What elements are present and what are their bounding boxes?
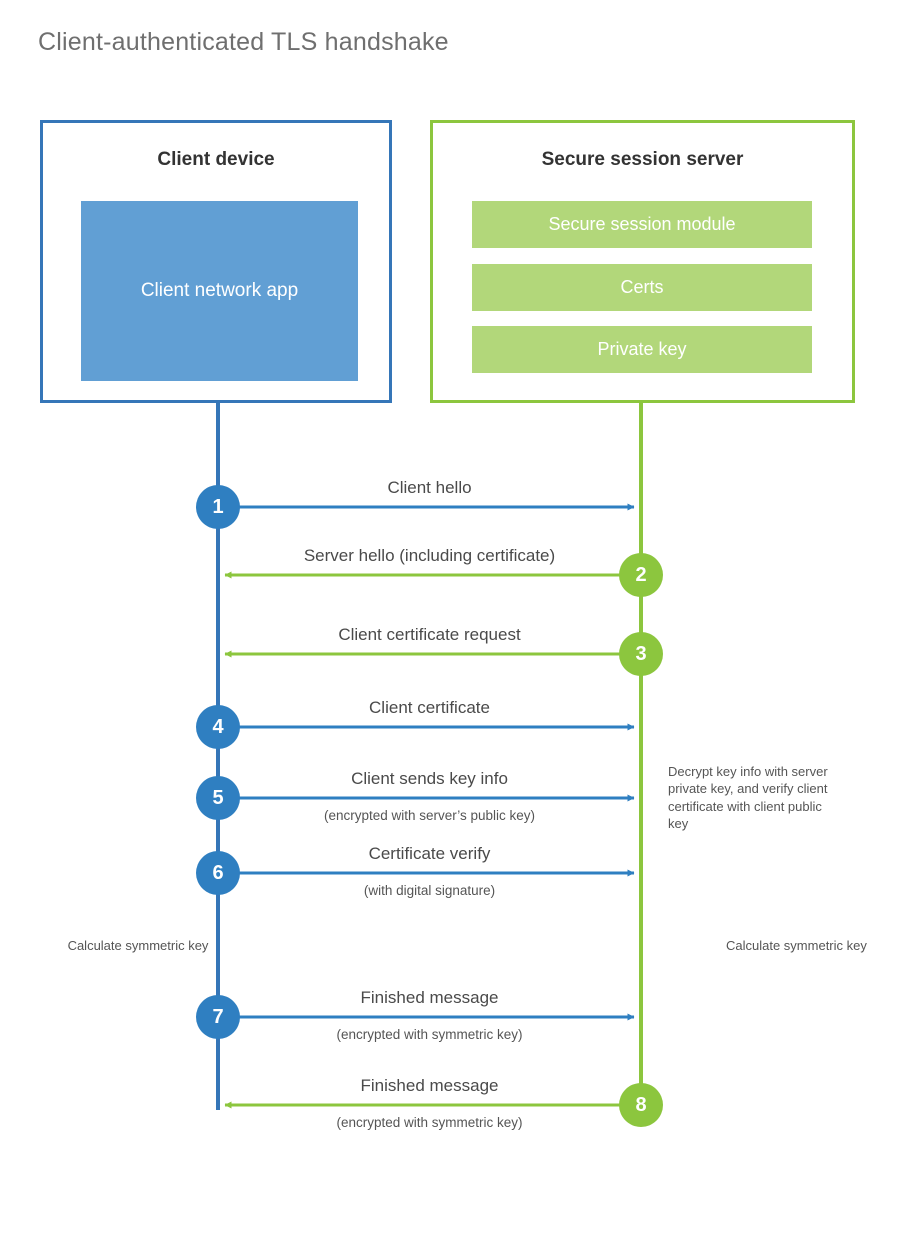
message-sublabel-6: (with digital signature) [363,883,496,898]
message-label-4: Client certificate [369,698,490,717]
step-circle-4: 4 [196,705,240,749]
message-sublabel-8: (encrypted with symmetric key) [336,1115,523,1130]
client-lifeline [216,403,220,1110]
message-sublabel-7: (encrypted with symmetric key) [336,1027,523,1042]
step-circle-1: 1 [196,485,240,529]
step-circle-2: 2 [619,553,663,597]
step-circle-5: 5 [196,776,240,820]
client-device-box: Client device Client network app [40,120,392,403]
step-circle-6: 6 [196,851,240,895]
server-lifeline [639,403,643,1105]
server-decrypt-note: Decrypt key info with server private key… [668,764,828,832]
message-sublabel-5: (encrypted with server’s public key) [323,808,536,823]
message-label-7: Finished message [360,988,499,1007]
step-circle-3: 3 [619,632,663,676]
server-module-secure-session-module: Secure session module [472,201,812,248]
server-calculate-symmetric-key-note: Calculate symmetric key [726,938,867,953]
message-label-5: Client sends key info [351,769,508,788]
message-label-1: Client hello [387,478,472,497]
page-title: Client-authenticated TLS handshake [38,28,449,56]
message-label-8: Finished message [360,1076,499,1095]
client-network-app-box: Client network app [81,201,358,381]
client-device-title: Client device [157,149,275,170]
message-label-3: Client certificate request [338,625,521,644]
server-module-certs: Certs [472,264,812,311]
step-circle-8: 8 [619,1083,663,1127]
secure-session-server-box: Secure session server Secure session mod… [430,120,855,403]
secure-session-server-title: Secure session server [541,149,744,170]
client-calculate-symmetric-key-note: Calculate symmetric key [67,938,209,953]
step-circle-7: 7 [196,995,240,1039]
message-label-2: Server hello (including certificate) [303,546,556,565]
server-module-private-key: Private key [472,326,812,373]
message-label-6: Certificate verify [368,844,491,863]
